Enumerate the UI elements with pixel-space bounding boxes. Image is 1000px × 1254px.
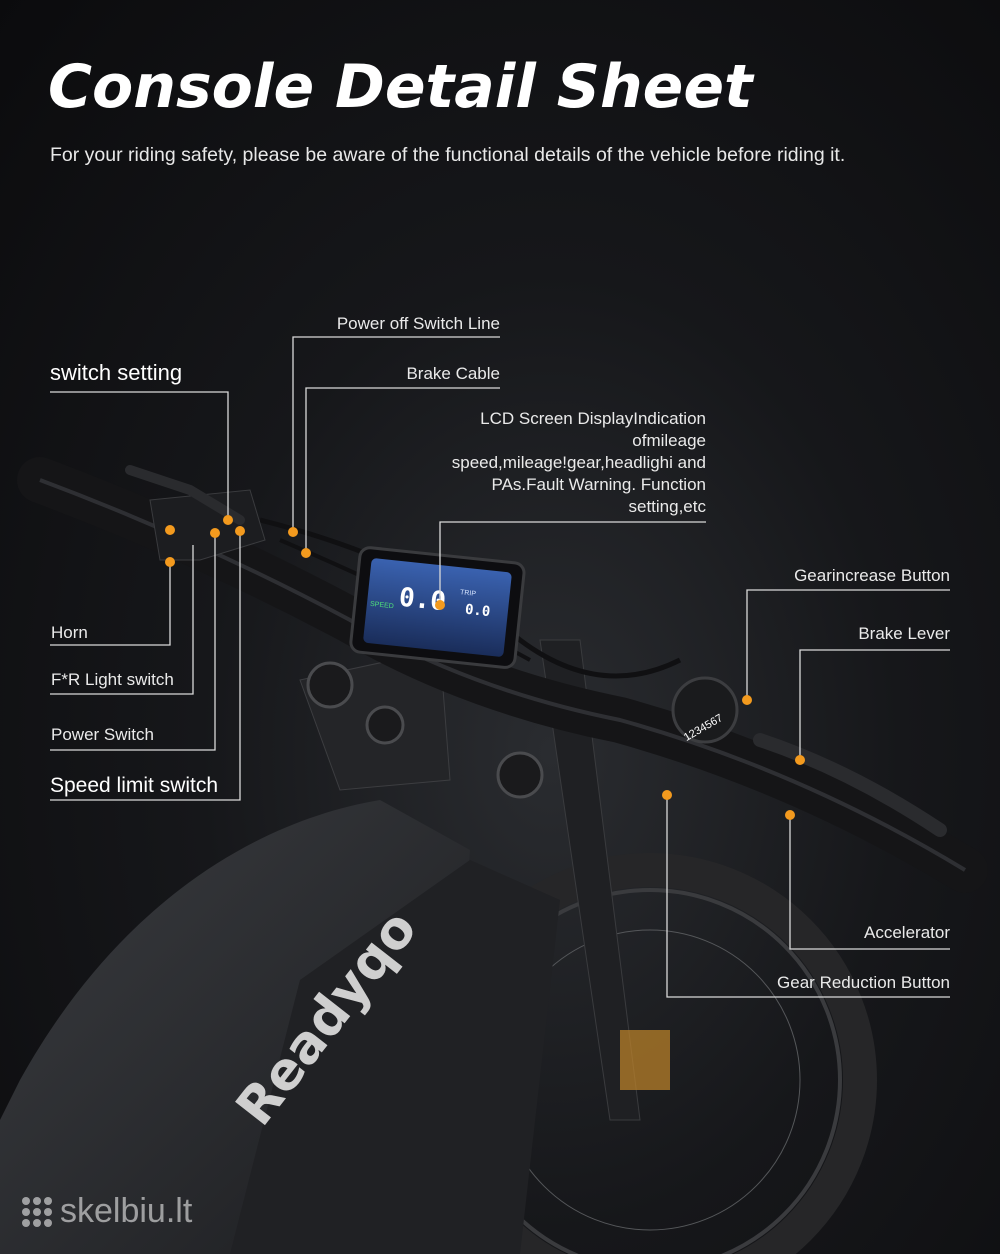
front-fork bbox=[539, 639, 641, 1121]
label-gear-increase-button: Gearincrease Button bbox=[794, 566, 950, 585]
stem-bolt-left bbox=[306, 661, 354, 709]
label-speed-limit-switch: Speed limit switch bbox=[50, 774, 219, 797]
watermark-logo-icon bbox=[22, 1196, 52, 1227]
fork-reflector bbox=[620, 1030, 670, 1090]
label-brake-cable: Brake Cable bbox=[406, 364, 500, 383]
label-power-off-switch-line: Power off Switch Line bbox=[336, 314, 500, 333]
label-lcd-screen: LCD Screen DisplayIndication ofmileage s… bbox=[451, 409, 706, 516]
left-switch-pod bbox=[149, 489, 266, 561]
left-brake-lever bbox=[125, 465, 245, 525]
label-accelerator: Accelerator bbox=[864, 923, 950, 942]
right-brake-lever bbox=[753, 733, 947, 837]
label-fr-light-switch: F*R Light switch bbox=[51, 670, 174, 689]
frame-body bbox=[230, 860, 560, 1254]
stem-bolt-center bbox=[365, 705, 405, 745]
label-brake-lever: Brake Lever bbox=[858, 624, 950, 643]
label-power-switch: Power Switch bbox=[51, 725, 154, 744]
stem-bolt-right bbox=[496, 751, 544, 799]
page-title: Console Detail Sheet bbox=[48, 52, 753, 122]
page-subtitle: For your riding safety, please be aware … bbox=[50, 144, 846, 166]
label-gear-reduction-button: Gear Reduction Button bbox=[777, 973, 950, 992]
watermark-text: skelbiu.lt bbox=[60, 1192, 193, 1230]
watermark: skelbiu.lt bbox=[22, 1192, 192, 1231]
right-shifter bbox=[671, 676, 739, 744]
label-horn: Horn bbox=[51, 623, 88, 642]
label-switch-setting: switch setting bbox=[50, 360, 183, 385]
